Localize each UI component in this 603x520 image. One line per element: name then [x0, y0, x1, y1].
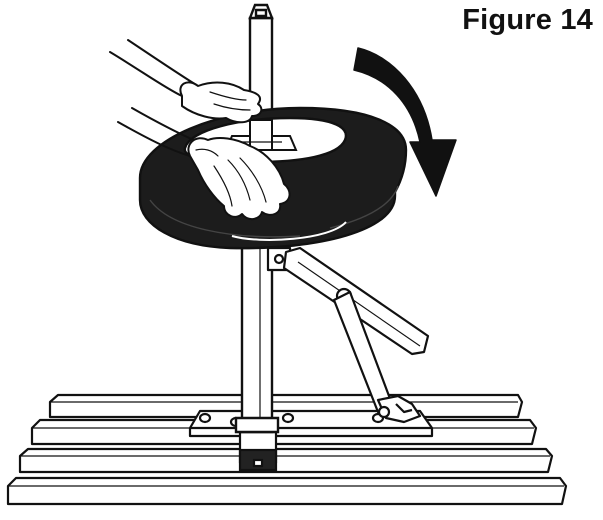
bolt [281, 412, 295, 424]
bolt [198, 412, 212, 424]
figure-title: Figure 14 [462, 4, 593, 36]
post-base-bracket [238, 430, 278, 472]
plank-4 [6, 476, 568, 506]
plank-3 [18, 447, 554, 474]
gloved-hands-icon [109, 39, 291, 220]
center-post [234, 238, 280, 434]
curved-arrow-clockwise-icon [353, 47, 457, 197]
bead-breaker-arm [266, 246, 430, 424]
